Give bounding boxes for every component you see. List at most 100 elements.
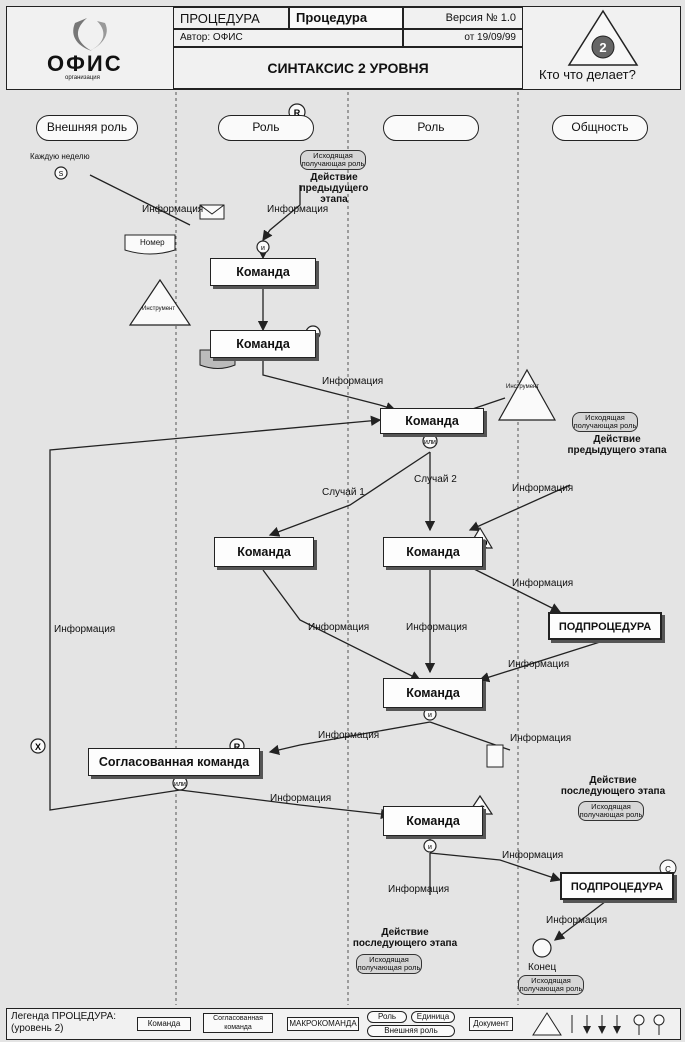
and-connector-3 xyxy=(423,839,437,853)
next-stage-action-2: Действие последующего этапа xyxy=(352,927,458,949)
author: Автор: ОФИС xyxy=(180,32,243,43)
subtitle: СИНТАКСИС 2 УРОВНЯ xyxy=(267,60,429,76)
q-label: Q xyxy=(480,538,487,548)
info-label-11: Информация xyxy=(510,733,572,744)
prev-stage-action-1: Действие предыдущего этапа xyxy=(299,172,369,205)
lane-role-2: Роль xyxy=(383,115,479,141)
version: Версия № 1.0 xyxy=(445,12,516,24)
case-1-label: Случай 1 xyxy=(322,487,365,498)
command-box-7[interactable]: Команда xyxy=(383,806,483,836)
legend-macrocommand: МАКРОКОМАНДА xyxy=(287,1017,359,1031)
legend-unit: Единица xyxy=(411,1011,455,1023)
instrument-triangles xyxy=(128,278,557,815)
info-label-6: Информация xyxy=(54,624,116,635)
legend-bar: Легенда ПРОЦЕДУРА: (уровень 2) Команда С… xyxy=(6,1008,681,1040)
lane-role-1: Роль xyxy=(218,115,314,141)
info-label-12: Информация xyxy=(270,793,332,804)
end-circle xyxy=(532,938,552,958)
every-week-label: Каждую неделю xyxy=(30,152,90,161)
lane-external-role: Внешняя роль xyxy=(36,115,138,141)
command-box-5[interactable]: Команда xyxy=(383,537,483,567)
and-label-2: и xyxy=(428,712,432,719)
header-panel: ОФИС организация ПРОЦЕДУРА Процедура Вер… xyxy=(6,6,681,90)
c-label: С xyxy=(665,865,671,874)
corner-badge: 2 Кто что делает? xyxy=(525,7,680,89)
corner-label: Кто что делает? xyxy=(539,67,636,82)
info-label-10: Информация xyxy=(318,730,380,741)
instrument-triangle-1 xyxy=(128,278,192,326)
info-label-8: Информация xyxy=(406,622,468,633)
subprocedure-box-2[interactable]: ПОДПРОЦЕДУРА xyxy=(560,872,674,900)
x-label: X xyxy=(35,742,41,752)
and-connector-2 xyxy=(423,707,437,721)
doc-type-cell: ПРОЦЕДУРА xyxy=(173,7,289,29)
info-label-4: Информация xyxy=(512,483,574,494)
info-label-5: Информация xyxy=(512,578,574,589)
outgoing-role-pill-5: Исходящая получающая роль xyxy=(518,975,584,995)
case-2-label: Случай 2 xyxy=(414,474,457,485)
doc-type: ПРОЦЕДУРА xyxy=(180,11,260,26)
info-label-2: Информация xyxy=(267,204,329,215)
prev-stage-action-2: Действие предыдущего этапа xyxy=(567,434,667,456)
outgoing-role-pill-4: Исходящая получающая роль xyxy=(356,954,422,974)
outgoing-role-pill-1: Исходящая получающая роль xyxy=(300,150,366,170)
or-connector-1 xyxy=(422,433,438,449)
legend-title: Легенда ПРОЦЕДУРА: (уровень 2) xyxy=(11,1011,116,1034)
lane-separators xyxy=(175,92,519,1005)
corner-number: 2 xyxy=(599,40,606,55)
logo: ОФИС организация xyxy=(17,13,157,83)
subtitle-cell: СИНТАКСИС 2 УРОВНЯ xyxy=(173,47,523,89)
info-label-1: Информация xyxy=(142,204,204,215)
and-label-3: и xyxy=(428,844,432,851)
x-marker-circle xyxy=(30,738,46,754)
or-label-1: или xyxy=(424,439,436,446)
legend-document: Документ xyxy=(469,1017,513,1031)
command-box-6[interactable]: Команда xyxy=(383,678,483,708)
instrument-label-1: Инструмент xyxy=(142,306,176,312)
or-label-2: или xyxy=(174,781,186,788)
author-cell: Автор: ОФИС xyxy=(173,29,403,47)
clock-icon xyxy=(54,166,68,180)
logo-emblem-icon xyxy=(73,18,107,51)
and-label-1: и xyxy=(261,245,265,252)
legend-symbols-icon xyxy=(532,1012,665,1036)
r-label-top: R xyxy=(294,108,301,118)
info-label-7: Информация xyxy=(308,622,370,633)
connectors xyxy=(30,103,552,958)
agreed-command-box[interactable]: Согласованная команда xyxy=(88,748,260,776)
logo-subtext: организация xyxy=(65,75,100,81)
end-label: Конец xyxy=(528,962,557,973)
legend-role: Роль xyxy=(367,1011,407,1023)
info-label-13: Информация xyxy=(502,850,564,861)
command-box-1[interactable]: Команда xyxy=(210,258,316,286)
instrument-triangle-2 xyxy=(497,368,557,421)
info-label-14: Информация xyxy=(388,884,450,895)
r-label-agreed: R xyxy=(234,742,241,752)
or-connector-2 xyxy=(172,775,188,791)
lane-community: Общность xyxy=(552,115,648,141)
legend-agreed-command: Согласованная команда xyxy=(203,1013,273,1033)
legend-external-role: Внешняя роль xyxy=(367,1025,455,1037)
doc-stack-icon xyxy=(486,744,504,768)
subprocedure-box-1[interactable]: ПОДПРОЦЕДУРА xyxy=(548,612,662,640)
outgoing-role-pill-2: Исходящая получающая роль xyxy=(572,412,638,432)
date: от 19/09/99 xyxy=(464,32,516,43)
instrument-label-2: Инструмент xyxy=(506,384,540,390)
command-box-4[interactable]: Команда xyxy=(214,537,314,567)
info-label-9: Информация xyxy=(508,659,570,670)
s-label-1: S xyxy=(59,171,64,178)
version-cell: Версия № 1.0 xyxy=(403,7,523,29)
command-box-3[interactable]: Команда xyxy=(380,408,484,434)
connector-labels: и или и или и S R X R xyxy=(35,108,436,851)
legend-command: Команда xyxy=(137,1017,191,1031)
outgoing-role-pill-3: Исходящая получающая роль xyxy=(578,801,644,821)
number-label: Номер xyxy=(140,238,165,247)
command-box-2[interactable]: Команда xyxy=(210,330,316,358)
envelope-icon xyxy=(199,204,225,220)
next-stage-action-1: Действие последующего этапа xyxy=(560,775,666,797)
number-doc xyxy=(124,234,176,255)
date-cell: от 19/09/99 xyxy=(403,29,523,47)
title-field-cell: Процедура xyxy=(289,7,403,29)
flow-lines xyxy=(49,174,611,941)
